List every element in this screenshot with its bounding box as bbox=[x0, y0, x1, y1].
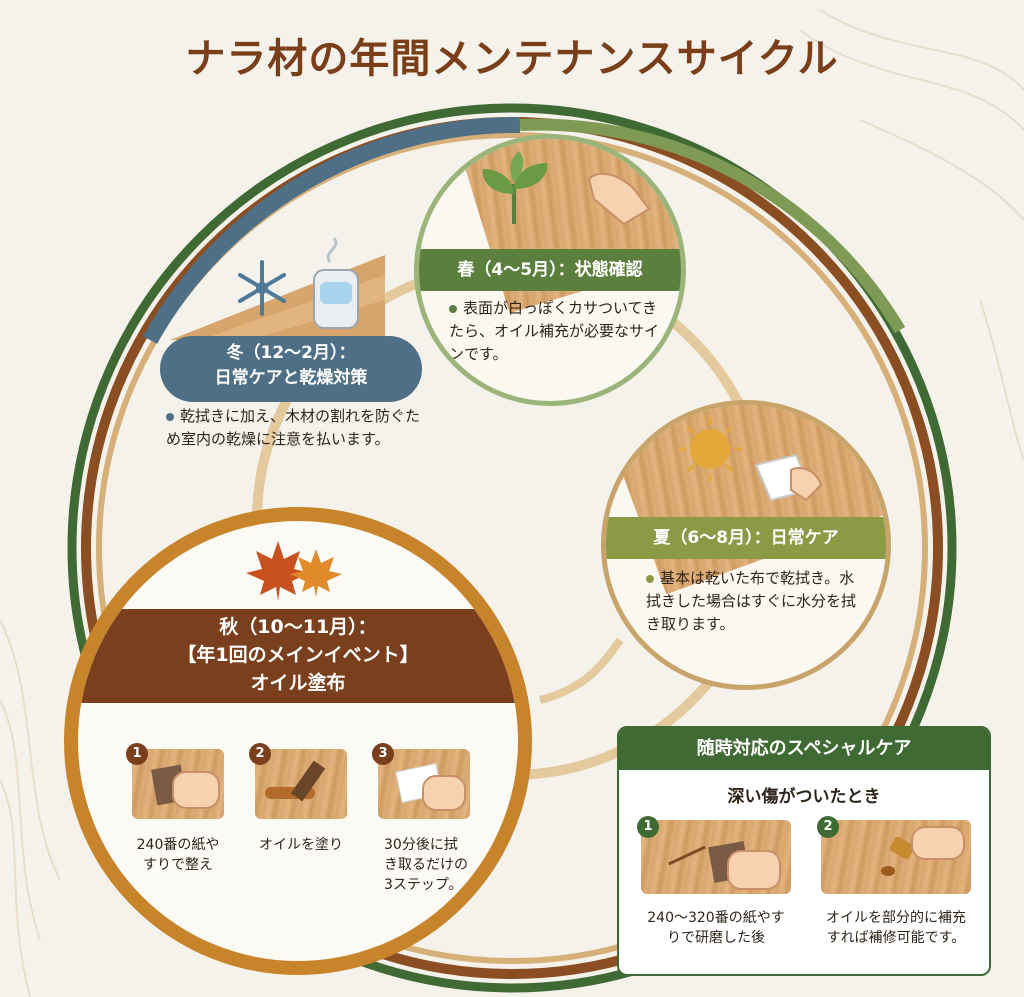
cloth-icon bbox=[754, 453, 823, 502]
winter-header-line2: 日常ケアと乾燥対策 bbox=[214, 368, 368, 388]
step-text: 240番の紙やすりで整え bbox=[136, 837, 220, 873]
wood-grain-contours bbox=[0, 9, 1024, 997]
sun-icon bbox=[678, 417, 742, 481]
special-step-2: 2 オイルを部分的に補充すれば補修可能です。 bbox=[817, 816, 971, 948]
summer-body: 基本は乾いた布で乾拭き。水拭きした場合はすぐに水分を拭き取ります。 bbox=[646, 567, 866, 636]
step-image-oiling bbox=[255, 749, 347, 819]
autumn-header-line3: オイル塗布 bbox=[250, 672, 346, 694]
autumn-header: 秋（10〜11月）： 【年1回のメインイベント】 オイル塗布 bbox=[78, 609, 518, 703]
autumn-step-1: 1 240番の紙やすりで整え bbox=[126, 743, 224, 875]
special-care-subheader: 深い傷がついたとき bbox=[727, 787, 881, 807]
page-title: ナラ材の年間メンテナンスサイクル bbox=[185, 36, 839, 82]
step-text: 240〜320番の紙やすりで研磨した後 bbox=[647, 910, 785, 946]
winter-panel bbox=[160, 237, 422, 402]
step-number: 2 bbox=[817, 816, 839, 838]
step-image-sanding bbox=[132, 749, 224, 819]
scratch-mark bbox=[668, 845, 706, 866]
step-text: オイルを部分的に補充すれば補修可能です。 bbox=[826, 910, 966, 946]
winter-body-text: 乾拭きに加え、木材の割れを防ぐため室内の乾燥に注意を払います。 bbox=[166, 407, 421, 448]
step-text: オイルを塗り bbox=[259, 837, 343, 853]
maple-leaf-icon bbox=[246, 541, 342, 601]
outer-ring-green bbox=[67, 103, 957, 993]
spring-body: 表面が白っぽくカサついてきたら、オイル補充が必要なサインです。 bbox=[449, 297, 659, 366]
autumn-illustration bbox=[246, 541, 342, 601]
step-number: 2 bbox=[249, 743, 271, 765]
step-number: 1 bbox=[126, 743, 148, 765]
winter-header: 冬（12〜2月）： 日常ケアと乾燥対策 bbox=[160, 341, 422, 391]
autumn-step-3: 3 30分後に拭き取るだけの3ステップ。 bbox=[372, 743, 470, 895]
spring-circle: 春（4〜5月）：状態確認 表面が白っぽくカサついてきたら、オイル補充が必要なサイ… bbox=[414, 134, 686, 406]
humidifier-icon bbox=[313, 237, 359, 329]
step-number: 3 bbox=[372, 743, 394, 765]
snowflake-icon bbox=[238, 260, 286, 316]
outer-ring-tan bbox=[96, 132, 928, 964]
hand-icon bbox=[727, 850, 781, 890]
bullet-dot bbox=[646, 574, 654, 583]
hand-icon bbox=[172, 771, 220, 809]
step-number: 1 bbox=[637, 816, 659, 838]
hand-icon bbox=[911, 826, 965, 860]
autumn-header-line1: 秋（10〜11月）： bbox=[219, 616, 377, 638]
summer-body-text: 基本は乾いた布で乾拭き。水拭きした場合はすぐに水分を拭き取ります。 bbox=[646, 569, 857, 633]
bullet-dot bbox=[449, 304, 457, 313]
hand-icon bbox=[422, 775, 466, 811]
winter-arc bbox=[143, 116, 521, 344]
spring-arc bbox=[519, 118, 906, 334]
step-image-wiping bbox=[378, 749, 470, 819]
summer-header: 夏（6〜8月）：日常ケア bbox=[606, 517, 886, 559]
winter-header-line1: 冬（12〜2月）： bbox=[226, 343, 356, 363]
oil-drop bbox=[881, 866, 895, 876]
bullet-dot bbox=[166, 412, 174, 421]
summer-illustration bbox=[678, 417, 823, 502]
special-step-1: 1 240〜320番の紙やすりで研磨した後 bbox=[637, 816, 791, 948]
spring-body-text: 表面が白っぽくカサついてきたら、オイル補充が必要なサインです。 bbox=[449, 299, 660, 363]
step-image-spot-oiling bbox=[821, 820, 971, 894]
special-care-header: 随時対応のスペシャルケア bbox=[619, 728, 989, 770]
spring-illustration bbox=[482, 151, 651, 226]
hand-icon bbox=[587, 172, 651, 226]
step-image-scratch-sanding bbox=[641, 820, 791, 894]
autumn-step-2: 2 オイルを塗り bbox=[249, 743, 347, 855]
winter-body: 乾拭きに加え、木材の割れを防ぐため室内の乾燥に注意を払います。 bbox=[166, 405, 426, 451]
autumn-circle: 秋（10〜11月）： 【年1回のメインイベント】 オイル塗布 1 240番の紙や… bbox=[64, 507, 532, 975]
leaf-sprout-icon bbox=[482, 151, 548, 224]
spring-header: 春（4〜5月）：状態確認 bbox=[419, 249, 681, 291]
step-text: 30分後に拭き取るだけの3ステップ。 bbox=[384, 837, 468, 893]
special-care-card: 随時対応のスペシャルケア 深い傷がついたとき 1 240〜320番の紙やすりで研… bbox=[617, 726, 991, 976]
autumn-header-line2: 【年1回のメインイベント】 bbox=[177, 644, 419, 666]
summer-circle: 夏（6〜8月）：日常ケア 基本は乾いた布で乾拭き。水拭きした場合はすぐに水分を拭… bbox=[601, 400, 891, 690]
